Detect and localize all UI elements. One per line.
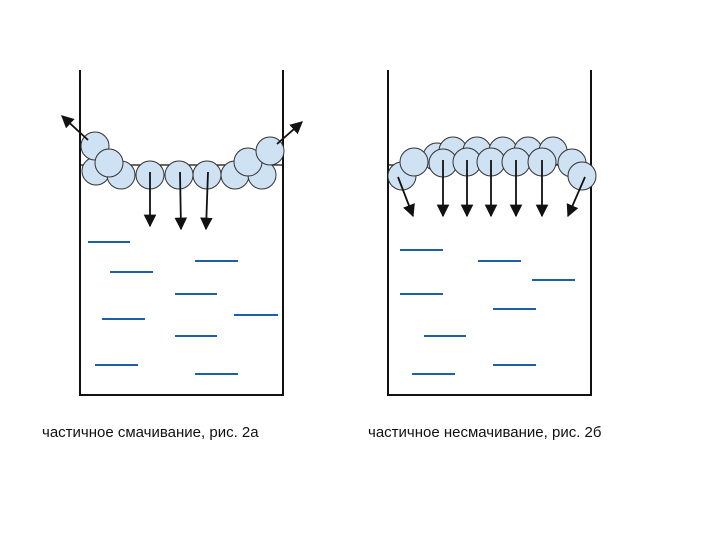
force-arrows-b bbox=[397, 160, 586, 218]
force-arrow-icon bbox=[174, 171, 188, 231]
vessel-b bbox=[387, 70, 597, 396]
molecule-circle-icon bbox=[94, 148, 124, 178]
caption-partial-nonwetting: частичное несмачивание, рис. 2б bbox=[368, 424, 602, 441]
force-arrow-icon bbox=[566, 176, 586, 218]
vessel-a bbox=[61, 70, 303, 396]
force-arrow-icon bbox=[276, 121, 303, 145]
force-arrow-icon bbox=[61, 115, 89, 141]
molecule-circle-icon bbox=[399, 147, 429, 177]
molecules-b bbox=[387, 136, 597, 191]
force-arrow-icon bbox=[200, 171, 213, 231]
molecules-a bbox=[80, 131, 285, 190]
vessel-b-walls bbox=[387, 70, 592, 396]
liquid-dashes-a bbox=[88, 241, 278, 375]
vessel-a-walls bbox=[79, 70, 284, 396]
liquid-dashes-b bbox=[400, 249, 575, 375]
force-arrow-icon bbox=[397, 176, 415, 218]
force-arrows-a bbox=[61, 115, 303, 231]
molecule-circle-icon bbox=[164, 160, 194, 190]
molecule-circle-icon bbox=[567, 161, 597, 191]
caption-partial-wetting: частичное смачивание, рис. 2а bbox=[42, 424, 259, 441]
